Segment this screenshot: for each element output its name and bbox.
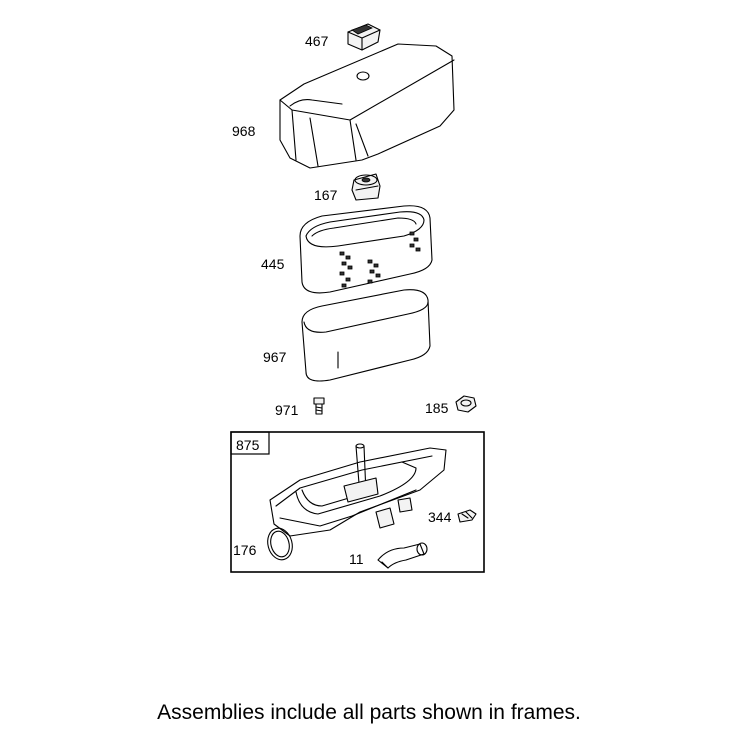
cover-drawing — [279, 43, 455, 169]
label-971: 971 — [275, 402, 299, 418]
footer-note: Assemblies include all parts shown in fr… — [157, 701, 581, 724]
base-drawing — [269, 443, 447, 537]
label-875: 875 — [236, 437, 260, 453]
screw-344-drawing — [457, 509, 477, 523]
pre-cleaner-drawing — [301, 289, 431, 382]
knob-drawing — [347, 23, 381, 51]
nut-185-drawing — [455, 395, 477, 413]
label-185: 185 — [425, 400, 449, 416]
label-11: 11 — [349, 551, 364, 567]
gasket-drawing — [267, 527, 293, 561]
label-467: 467 — [305, 33, 329, 49]
label-968: 968 — [232, 123, 256, 139]
label-967: 967 — [263, 349, 287, 365]
label-167: 167 — [314, 187, 338, 203]
label-445: 445 — [261, 256, 285, 272]
assembly-frame — [230, 431, 485, 573]
tube-drawing — [377, 542, 428, 569]
label-344: 344 — [428, 509, 452, 525]
screw-971-drawing — [313, 397, 325, 415]
filter-drawing — [299, 205, 433, 294]
label-176: 176 — [233, 542, 257, 558]
grommet-drawing — [351, 173, 381, 201]
